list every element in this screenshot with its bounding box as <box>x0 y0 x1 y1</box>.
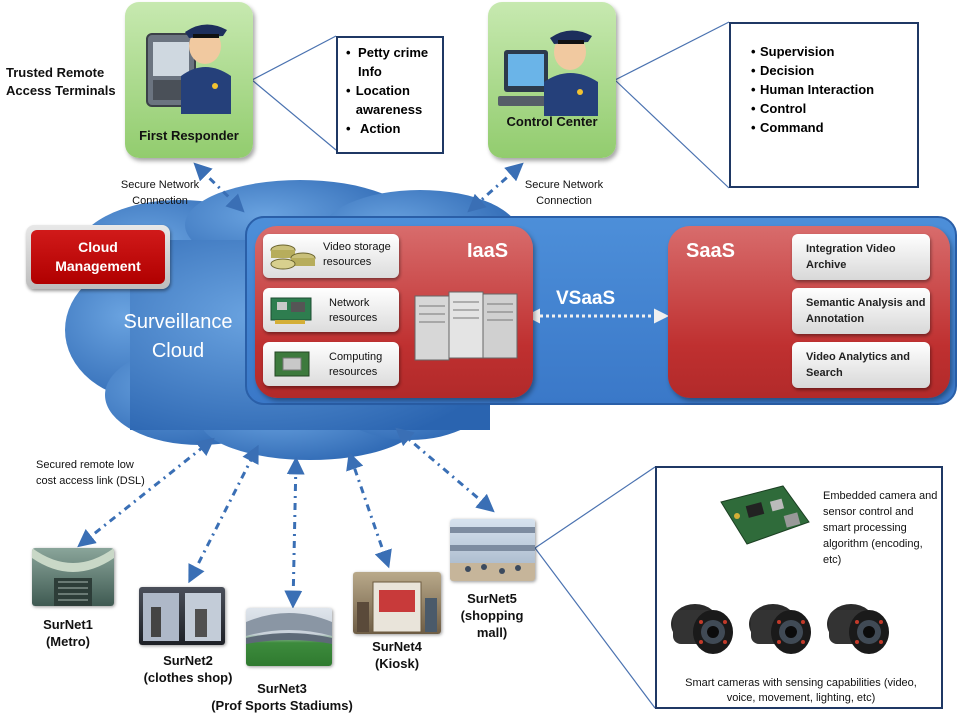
saas-panel: SaaS Integration Video Archive Semantic … <box>668 226 950 398</box>
shop-front-icon <box>143 593 221 641</box>
site-desc: (Kiosk) <box>374 656 420 671</box>
kiosk-icon <box>357 581 437 633</box>
saas-item-video-analytics[interactable]: Video Analytics and Search <box>792 342 930 388</box>
embedded-description: Embedded camera and sensor control and s… <box>823 490 938 566</box>
secured-link-label: Secured remote low cost access link (DSL… <box>36 459 145 487</box>
police-officer-icon <box>146 24 231 114</box>
disk-storage-icon <box>270 244 316 270</box>
site-desc: (shopping mall) <box>460 608 524 640</box>
camera-icon <box>749 604 811 654</box>
smart-cameras-description: Smart cameras with sensing capabilities … <box>685 677 917 704</box>
iaas-panel: IaaS Video storage resources Network res… <box>255 226 533 398</box>
smart-camera-box: Embedded camera and sensor control and s… <box>655 466 943 709</box>
saas-item-label: Video Analytics and Search <box>806 351 910 379</box>
control-center-info-box: •Supervision •Decision •Human Interactio… <box>729 22 919 188</box>
surnet3-caption: SurNet3 (Prof Sports Stadiums) <box>204 680 360 714</box>
callout-line <box>534 547 656 709</box>
computing-resource[interactable]: Computing resources <box>263 342 399 386</box>
trusted-terminals-label: Trusted Remote Access Terminals <box>6 65 116 98</box>
site-name: SurNet4 <box>372 639 422 654</box>
surnet4-link-arrow <box>346 451 392 569</box>
fr-bullet: Action <box>360 121 401 136</box>
first-responder-info-box: •Petty crime Info •Location awareness •A… <box>336 36 444 154</box>
iaas-title: IaaS <box>467 240 509 262</box>
callout-line <box>614 79 730 189</box>
resource-label: Video storage resources <box>323 241 391 268</box>
fr-bullet: Petty crime Info <box>358 45 429 79</box>
saas-title: SaaS <box>686 240 735 262</box>
cc-bullet: Control <box>760 101 807 116</box>
camera-icon <box>827 604 889 654</box>
callout-line <box>251 35 337 81</box>
site-desc: (Prof Sports Stadiums) <box>211 698 353 713</box>
first-responder-tile[interactable]: First Responder <box>125 2 253 158</box>
operator-computer-icon <box>498 30 598 116</box>
secure-connection-label-left: Secure Network Connection <box>120 179 200 207</box>
cloud-management-label: Cloud Management <box>55 239 141 274</box>
site-name: SurNet1 <box>43 617 93 632</box>
callout-line <box>614 21 730 81</box>
first-responder-label: First Responder <box>139 128 239 143</box>
site-name: SurNet5 <box>467 591 517 606</box>
stadium-icon <box>246 613 332 644</box>
surnet3-link-arrow <box>284 456 305 609</box>
metro-escalator-icon <box>32 548 114 606</box>
cloud-management-button[interactable]: Cloud Management <box>26 225 170 289</box>
network-resource[interactable]: Network resources <box>263 288 399 332</box>
surnet4-kiosk-photo[interactable] <box>353 572 441 634</box>
cc-bullet: Command <box>760 120 824 135</box>
shopping-mall-icon <box>450 527 535 581</box>
control-center-tile[interactable]: Control Center <box>488 2 616 158</box>
site-desc: (Metro) <box>45 634 91 649</box>
surnet1-caption: SurNet1 (Metro) <box>28 616 108 650</box>
surnet1-metro-photo[interactable] <box>32 548 114 606</box>
surnet3-stadium-photo[interactable] <box>246 608 332 666</box>
saas-item-label: Integration Video Archive <box>806 243 896 271</box>
camera-icon <box>671 604 733 654</box>
video-storage-resource[interactable]: Video storage resources <box>263 234 399 278</box>
saas-item-label: Semantic Analysis and Annotation <box>806 297 926 325</box>
network-card-icon <box>270 297 312 324</box>
surnet4-caption: SurNet4 (Kiosk) <box>354 638 440 672</box>
embedded-board-icon <box>720 485 810 545</box>
surnet2-link-arrow <box>188 444 259 584</box>
site-desc: (clothes shop) <box>143 670 233 685</box>
cpu-chip-icon <box>274 351 310 377</box>
server-rack-icon <box>414 291 518 361</box>
callout-line <box>251 79 337 151</box>
fr-bullet: Location awareness <box>355 83 423 117</box>
cc-bullet: Human Interaction <box>760 82 875 97</box>
site-name: SurNet2 <box>163 653 213 668</box>
secure-connection-label-right: Secure Network Connection <box>524 179 604 207</box>
control-center-label: Control Center <box>506 114 598 129</box>
site-name: SurNet3 <box>257 681 307 696</box>
surnet2-shop-photo[interactable] <box>139 587 225 645</box>
surnet5-caption: SurNet5 (shopping mall) <box>450 590 534 641</box>
saas-item-video-archive[interactable]: Integration Video Archive <box>792 234 930 280</box>
surnet1-link-arrow <box>77 437 215 548</box>
resource-label: Network resources <box>329 297 378 324</box>
vsaas-label: VSaaS <box>556 288 616 309</box>
surveillance-cloud-label: Surveillance Cloud <box>123 311 233 362</box>
surnet2-caption: SurNet2 (clothes shop) <box>135 652 241 686</box>
saas-item-semantic-analysis[interactable]: Semantic Analysis and Annotation <box>792 288 930 334</box>
surnet5-link-arrow <box>395 427 495 513</box>
cc-bullet: Supervision <box>760 44 835 59</box>
resource-label: Computing resources <box>329 351 383 378</box>
cc-bullet: Decision <box>760 63 815 78</box>
secure-link-arrow-left <box>193 162 245 213</box>
callout-line <box>534 466 656 549</box>
surnet5-mall-photo[interactable] <box>450 519 535 581</box>
